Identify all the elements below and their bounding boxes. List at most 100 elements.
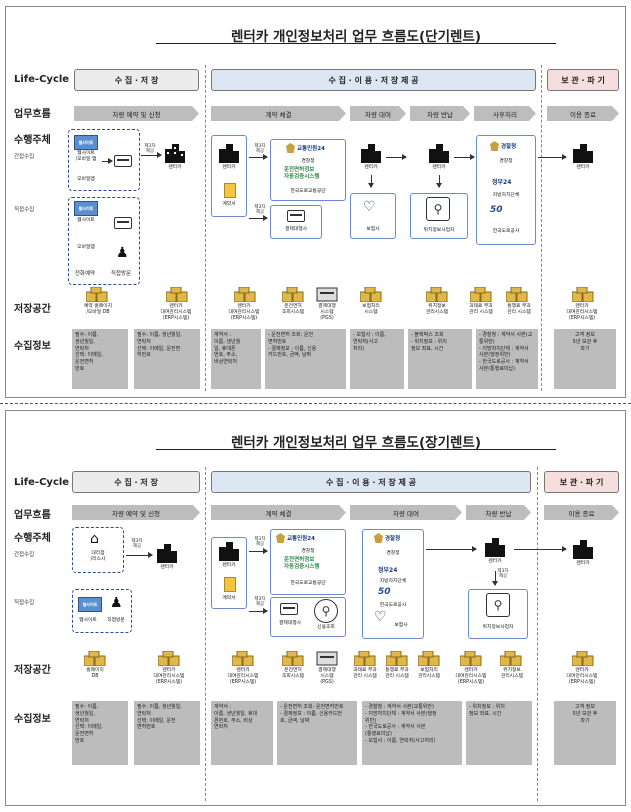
database-icon [158, 651, 180, 666]
payment-group [270, 205, 322, 239]
step-rent: 차량 대여 [350, 505, 462, 520]
website-mobile-label: 웹사이트 /모바일 앱 [75, 151, 97, 162]
toll-system-label: 통행료 부과 관리 시스템 [507, 304, 531, 315]
database-icon [386, 651, 408, 666]
flow-arrow [386, 154, 407, 160]
erp3-label: 렌터카 대여관리시스템 (ERP시스템) [566, 304, 598, 321]
flow-arrow [249, 154, 268, 160]
title-underline [156, 449, 556, 450]
phase-use: 수 집 · 이 용 · 저 장 제 공 [211, 69, 536, 91]
pay-system-label: 결제대행 시스템 (PGS) [318, 304, 336, 321]
phase-collect: 수 집 · 저 장 [74, 69, 199, 91]
database-icon [418, 651, 440, 666]
info-license-pay: - 운전면허 조회: 운전 면허번호 - 결제정보 : 이름, 신용 카드번호,… [265, 329, 346, 389]
short-term-flow-panel: 렌터카 개인정보처리 업무 흐름도(단기렌트) Life-Cycle 업무흐름 … [5, 6, 626, 398]
license-check-label: 운전면허 조회시스템 [281, 668, 305, 679]
info-location: - 위치정보 : 위치 정보 좌표, 시간 [466, 701, 532, 765]
rentcar-label: 렌터카 [576, 561, 590, 566]
expressway-50-logo: 50 [378, 587, 391, 597]
fine-system-label: 과태료 부과 관리 시스템 [353, 668, 377, 679]
row-label-actor: 수행주체 [14, 135, 51, 146]
database-icon [84, 651, 106, 666]
erp1-label: 렌터카 대여관리시스템 (ERP시스템) [160, 304, 192, 321]
panel2-title: 렌터카 개인정보처리 업무 흐름도(장기렌트) [231, 435, 481, 451]
flow-arrow [538, 154, 567, 160]
server-icon [316, 651, 338, 666]
row-label-direct: 직접수집 [14, 600, 35, 606]
insurance-system-label: 보험처리 시스템 [362, 304, 380, 315]
rentcar-building-icon [573, 144, 593, 163]
rentcar-label: 렌터카 [160, 565, 174, 570]
website-logo-2: 웹사이트 [74, 201, 98, 216]
homepage-db-label: 홈페이지 DB [86, 668, 104, 679]
rentcar-building-icon [219, 144, 239, 163]
phase-divider [541, 65, 542, 391]
step-reserve: 차량 예약 및 신청 [72, 505, 200, 520]
flow-arrow [249, 608, 268, 614]
step-reserve: 차량 예약 및 신청 [74, 106, 199, 121]
police-label: 경찰청 [386, 551, 400, 556]
erp4-label: 렌터카 대여관리시스템 (ERP시스템) [566, 668, 598, 685]
card-icon [114, 155, 132, 167]
flow-arrow [454, 154, 475, 160]
rentcar-label: 렌터카 [168, 165, 182, 170]
credit-check-label: 신용조회 [317, 625, 335, 630]
flow-arrow [368, 175, 374, 188]
expressway-label: 한국도로공사 [379, 603, 407, 608]
database-icon [500, 651, 522, 666]
info-reserve-2: 필수: 이름, 생년월일, 연락처 선택: 이메일, 운전면 허번호 [134, 329, 200, 389]
erp2-label: 렌터카 대여관리시스템 (ERP시스템) [228, 304, 260, 321]
license-check-label: 운전면허 조회시스템 [281, 304, 305, 315]
police-label: 경찰청 [301, 159, 315, 164]
row-label-info: 수집정보 [14, 714, 51, 725]
panel1-title: 렌터카 개인정보처리 업무 흐름도(단기렌트) [231, 29, 481, 45]
flow-arrow [249, 548, 268, 554]
payment-agent-label: 결제대행사 [284, 227, 308, 232]
police-traffic-logo: 교통민원24 [276, 533, 315, 543]
person-icon: ♟ [116, 245, 129, 261]
server-icon [316, 287, 338, 302]
website-label: 웹사이트 [77, 218, 95, 223]
heart-hand-icon: ♡ [363, 199, 376, 215]
database-icon [572, 287, 594, 302]
row-label-flow: 업무흐름 [14, 109, 51, 120]
insurance-system-label: 보험처리 관리시스템 [417, 668, 441, 679]
provide-label: 제3자 제공 [497, 569, 509, 580]
info-reserve-2: 필수: 이름, 생년월일, 연락처 선택: 이메일, 운전 면허번호 [134, 701, 200, 765]
card-icon [280, 603, 298, 615]
row-label-lifecycle: Life-Cycle [14, 74, 70, 85]
phase-divider [537, 467, 538, 801]
database-icon [460, 651, 482, 666]
phase-divider [205, 65, 206, 391]
rentcar-label: 렌터카 [576, 165, 590, 170]
info-end: 고객 정보 5년 보관 후 파기 [554, 701, 616, 765]
house-icon: ⌂ [90, 531, 99, 547]
direct-collect-group [68, 197, 140, 285]
location-group [468, 589, 528, 639]
police-logo: 경찰청 [490, 141, 516, 151]
rentcar-label: 렌터카 [364, 165, 378, 170]
contract-document-icon [224, 577, 236, 592]
fine-system-label: 과태료 부과 관리 시스템 [469, 304, 493, 315]
location-provider-label: 위치정보사업자 [482, 625, 514, 630]
location-provider-label: 위치정보사업자 [423, 228, 455, 233]
database-icon [426, 287, 448, 302]
location-pin-icon: ⚲ [426, 197, 450, 221]
step-rent: 차량 대여 [350, 106, 406, 121]
rentcar-building-icon [157, 544, 177, 563]
step-return: 차량 반납 [466, 505, 531, 520]
provide-label: 제3자 제공 [144, 144, 156, 155]
magnifier-icon: ⚲ [314, 599, 338, 623]
local-gov-label: 지방자치단체 [379, 579, 407, 584]
erp3-label: 렌터카 대여관리시스템 (ERP시스템) [455, 668, 487, 685]
phase-use: 수 집 · 이 용 · 저 장 제 공 [211, 471, 531, 493]
rentcar-label: 렌터카 [222, 165, 236, 170]
info-reserve: 필수: 이름, 생년월일, 연락처 선택: 이메일, 운전면허 번호 [72, 701, 128, 765]
erp2-label: 렌터카 대여관리시스템 (ERP시스템) [227, 668, 259, 685]
panel-separator [0, 403, 631, 404]
info-contract: 계약서 : 이름, 생년월일, 휴대 폰번호, 주소, 비상 연락처 [211, 701, 273, 765]
website-logo: 웹사이트 [78, 597, 102, 612]
step-return: 차량 반납 [410, 106, 470, 121]
info-rent: - 경찰청 : 계약서 사본(교통위반) - 지방자치단체 : 계약서 사본(행… [362, 701, 462, 765]
database-icon [282, 287, 304, 302]
